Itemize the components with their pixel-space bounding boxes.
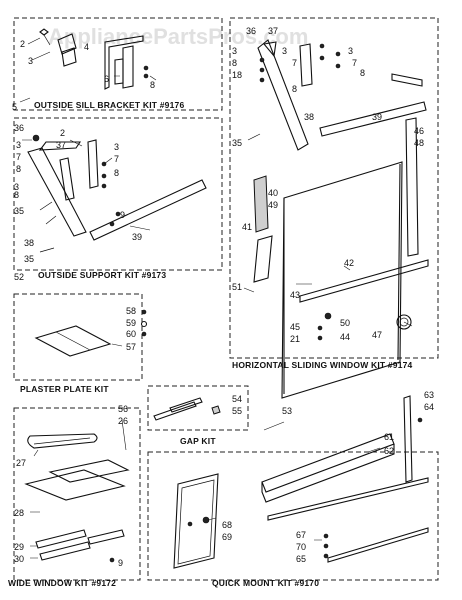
wide-kit-title: WIDE WINDOW KIT #9172 bbox=[8, 578, 116, 588]
horizontal-label-19: 44 bbox=[340, 332, 350, 342]
support-label-8: 3 bbox=[14, 182, 19, 192]
wide-parts bbox=[24, 419, 130, 563]
horizontal-label-0: 36 bbox=[246, 26, 256, 36]
sill-label-0: 2 bbox=[20, 39, 25, 49]
horizontal-label-25: 7 bbox=[352, 58, 357, 68]
horizontal-label-12: 41 bbox=[242, 222, 252, 232]
quick-label-1: 61 bbox=[384, 432, 394, 442]
plaster-kit-title: PLASTER PLATE KIT bbox=[20, 384, 109, 394]
horizontal-kit-title: HORIZONTAL SLIDING WINDOW KIT #9174 bbox=[232, 360, 413, 370]
horizontal-label-13: 42 bbox=[344, 258, 354, 268]
horizontal-label-4: 18 bbox=[232, 70, 242, 80]
horizontal-parts bbox=[243, 39, 429, 399]
sill-label-2: 4 bbox=[84, 42, 89, 52]
quick-parts bbox=[173, 395, 429, 569]
wide-label-1: 26 bbox=[118, 416, 128, 426]
plaster-label-0: 58 bbox=[126, 306, 136, 316]
wide-label-3: 28 bbox=[14, 508, 24, 518]
gap-kit-title: GAP KIT bbox=[180, 436, 216, 446]
support-label-0: 36 bbox=[14, 123, 24, 133]
quick-label-0: 53 bbox=[282, 406, 292, 416]
support-label-11: 38 bbox=[24, 238, 34, 248]
wide-label-6: 9 bbox=[118, 558, 123, 568]
quick-label-2: 62 bbox=[384, 446, 394, 456]
quick-label-9: 65 bbox=[296, 554, 306, 564]
support-label-2: 37 bbox=[56, 140, 66, 150]
horizontal-label-10: 40 bbox=[268, 188, 278, 198]
horizontal-label-24: 3 bbox=[348, 46, 353, 56]
quick-label-4: 64 bbox=[424, 402, 434, 412]
plaster-kit-box bbox=[13, 293, 143, 381]
horizontal-label-22: 7 bbox=[292, 58, 297, 68]
quick-label-7: 67 bbox=[296, 530, 306, 540]
horizontal-label-18: 21 bbox=[290, 334, 300, 344]
support-label-16: 9 bbox=[120, 210, 125, 220]
plaster-label-1: 59 bbox=[126, 318, 136, 328]
sill-label-1: 3 bbox=[28, 56, 33, 66]
quick-kit-title: QUICK MOUNT KIT #9170 bbox=[212, 578, 319, 588]
support-label-13: 35 bbox=[24, 254, 34, 264]
plaster-label-2: 60 bbox=[126, 329, 136, 339]
gap-label-1: 55 bbox=[232, 406, 242, 416]
wide-label-4: 29 bbox=[14, 542, 24, 552]
support-label-1: 2 bbox=[60, 128, 65, 138]
support-label-3: 3 bbox=[16, 140, 21, 150]
sill-kit-title: OUTSIDE SILL BRACKET KIT #9176 bbox=[34, 100, 184, 110]
sill-label-4: 8 bbox=[150, 80, 155, 90]
horizontal-label-3: 8 bbox=[232, 58, 237, 68]
quick-label-3: 63 bbox=[424, 390, 434, 400]
sill-kit-box bbox=[13, 17, 223, 111]
horizontal-kit-box bbox=[229, 17, 439, 359]
horizontal-label-14: 43 bbox=[290, 290, 300, 300]
wide-kit-box bbox=[13, 407, 141, 581]
horizontal-label-5: 35 bbox=[232, 138, 242, 148]
plaster-label-3: 57 bbox=[126, 342, 136, 352]
sill-label-3: 6 bbox=[104, 74, 109, 84]
horizontal-label-1: 37 bbox=[268, 26, 278, 36]
gap-kit-box bbox=[147, 385, 249, 431]
support-parts bbox=[22, 134, 207, 253]
support-label-9: 8 bbox=[114, 168, 119, 178]
horizontal-label-11: 49 bbox=[268, 200, 278, 210]
support-label-6: 3 bbox=[114, 142, 119, 152]
plaster-parts bbox=[34, 309, 148, 357]
horizontal-label-16: 50 bbox=[340, 318, 350, 328]
horizontal-label-15: 51 bbox=[232, 282, 242, 292]
quick-label-5: 68 bbox=[222, 520, 232, 530]
support-label-15: 8 bbox=[14, 190, 19, 200]
horizontal-label-6: 38 bbox=[304, 112, 314, 122]
quick-kit-box bbox=[147, 451, 439, 581]
support-label-10: 35 bbox=[14, 206, 24, 216]
wide-label-0: 56 bbox=[118, 404, 128, 414]
horizontal-label-9: 48 bbox=[414, 138, 424, 148]
support-label-7: 7 bbox=[114, 154, 119, 164]
horizontal-label-23: 8 bbox=[292, 84, 297, 94]
support-label-4: 7 bbox=[16, 152, 21, 162]
gap-label-0: 54 bbox=[232, 394, 242, 404]
wide-label-2: 27 bbox=[16, 458, 26, 468]
wide-label-5: 30 bbox=[14, 554, 24, 564]
horizontal-label-17: 45 bbox=[290, 322, 300, 332]
support-kit-title: OUTSIDE SUPPORT KIT #9173 bbox=[38, 270, 166, 280]
horizontal-label-8: 46 bbox=[414, 126, 424, 136]
support-label-5: 8 bbox=[16, 164, 21, 174]
horizontal-label-26: 8 bbox=[360, 68, 365, 78]
quick-label-6: 69 bbox=[222, 532, 232, 542]
support-label-14: 52 bbox=[14, 272, 24, 282]
support-label-12: 39 bbox=[132, 232, 142, 242]
support-kit-box bbox=[13, 117, 223, 271]
horizontal-label-7: 39 bbox=[372, 112, 382, 122]
horizontal-label-21: 3 bbox=[282, 46, 287, 56]
horizontal-label-20: 47 bbox=[372, 330, 382, 340]
quick-label-8: 70 bbox=[296, 542, 306, 552]
gap-parts bbox=[153, 397, 221, 421]
sill-label-5: 5 bbox=[12, 102, 17, 112]
horizontal-label-2: 3 bbox=[232, 46, 237, 56]
sill-bracket-parts bbox=[19, 28, 157, 103]
